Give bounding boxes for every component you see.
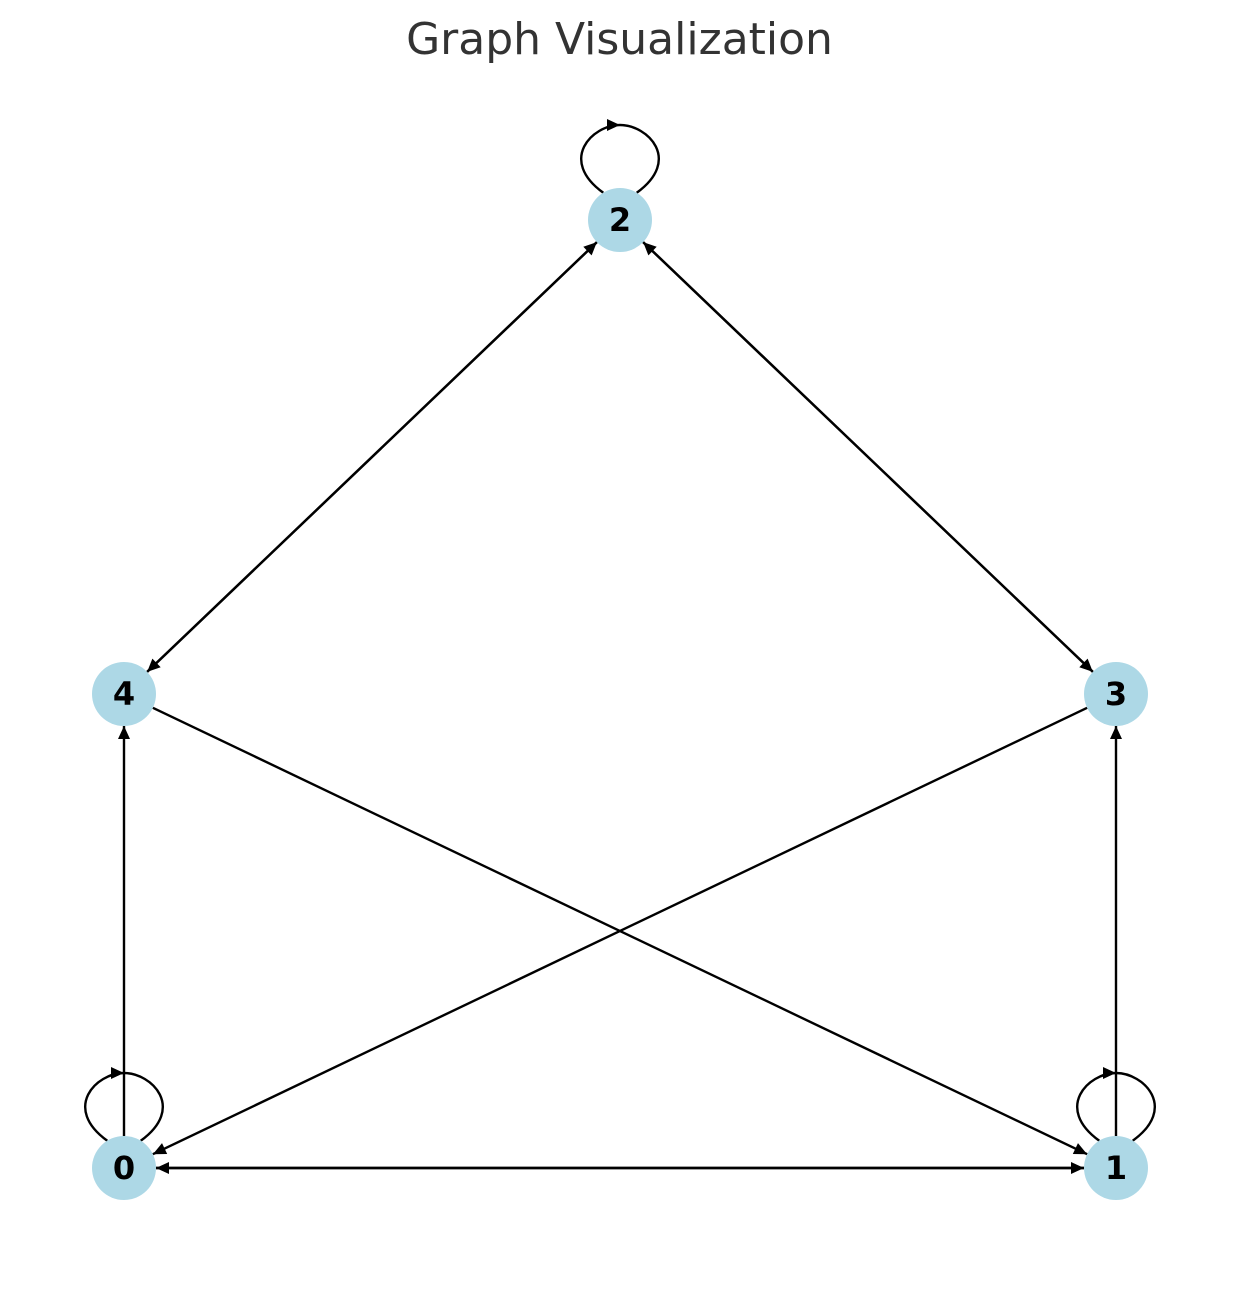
- arrowhead-self-loop-1: [1103, 1067, 1116, 1079]
- node-circle-1: [1084, 1136, 1148, 1200]
- node-0: 0: [92, 1136, 156, 1200]
- node-label-4: 4: [113, 675, 135, 713]
- node-3: 3: [1084, 662, 1148, 726]
- node-4: 4: [92, 662, 156, 726]
- arrowhead-4-to-2: [583, 242, 597, 256]
- node-circle-3: [1084, 662, 1148, 726]
- node-label-3: 3: [1105, 675, 1127, 713]
- arrowhead-self-loop-2: [607, 119, 620, 131]
- node-label-2: 2: [609, 201, 631, 239]
- node-1: 1: [1084, 1136, 1148, 1200]
- node-circle-4: [92, 662, 156, 726]
- arrowhead-1-to-3: [1110, 726, 1122, 739]
- edge-4-to-1: [152, 706, 1088, 1156]
- nodes-layer: 0 1 2 3 4: [92, 188, 1148, 1200]
- arrowhead-3-to-0: [152, 1143, 168, 1155]
- edge-4-to-2: [146, 241, 598, 673]
- node-2: 2: [588, 188, 652, 252]
- arrowhead-0-to-4: [118, 726, 130, 739]
- arrowhead-1-to-0: [156, 1162, 169, 1174]
- page-title: Graph Visualization: [406, 14, 833, 65]
- node-label-1: 1: [1105, 1149, 1127, 1187]
- edge-self-loop-2: [580, 123, 660, 194]
- node-label-0: 0: [113, 1149, 135, 1187]
- arrowhead-3-to-2: [643, 242, 657, 256]
- edges-layer: [84, 119, 1156, 1174]
- arrowhead-self-loop-0: [111, 1067, 124, 1079]
- node-circle-2: [588, 188, 652, 252]
- edge-3-to-2: [642, 241, 1094, 673]
- node-circle-0: [92, 1136, 156, 1200]
- arrowhead-4-to-1: [1072, 1143, 1088, 1155]
